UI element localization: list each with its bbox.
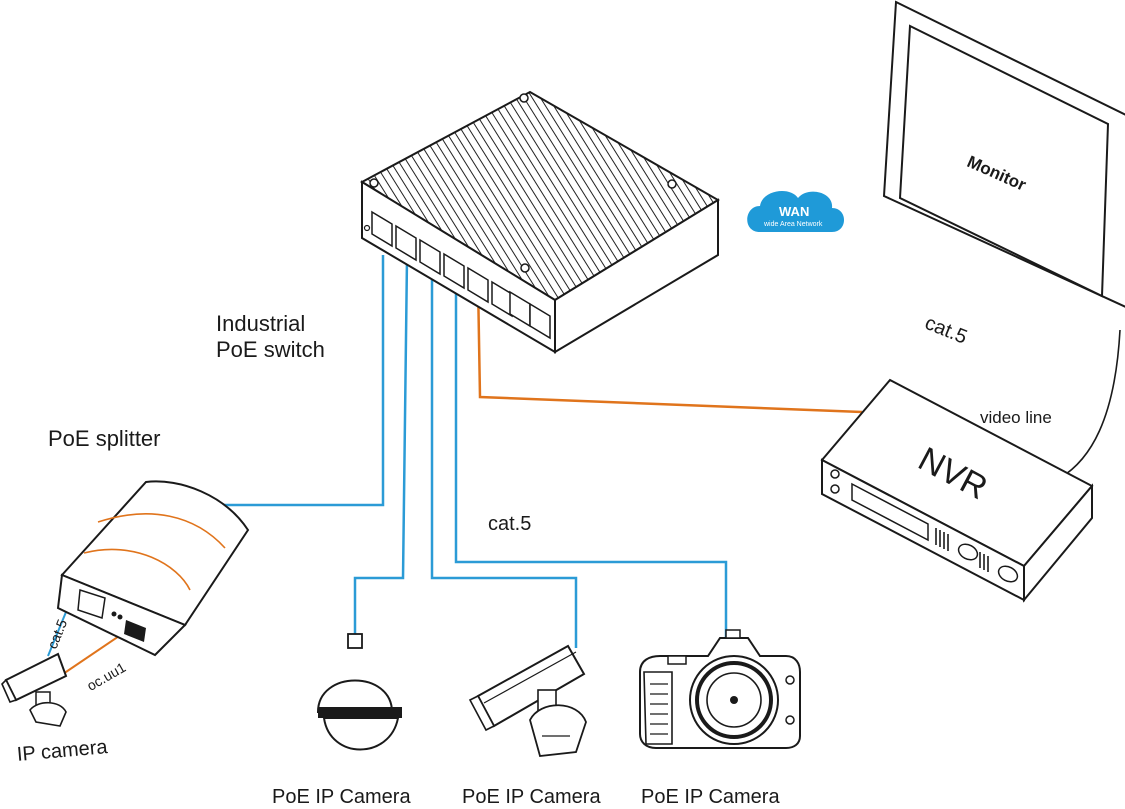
cat5-middle-label: cat.5: [488, 513, 532, 535]
cable-switch-to-nvr: [476, 281, 863, 414]
cable-switch-to-dome-camera: [353, 257, 409, 635]
video-line-label: video line: [980, 408, 1052, 427]
bullet-camera-icon: [1, 652, 68, 727]
nvr-icon: [820, 378, 1094, 603]
poe-switch-icon: [359, 90, 720, 354]
poe-ip-camera-label-3: PoE IP Camera: [641, 786, 780, 808]
wan-subtitle: wide Area Network: [764, 221, 823, 228]
dome-camera-icon: [316, 633, 402, 751]
poe-ip-camera-label-1: PoE IP Camera: [272, 786, 411, 808]
switch-label-line2: PoE switch: [216, 337, 325, 362]
monitor-icon: [882, 0, 1125, 308]
bullet-camera-icon: [468, 644, 587, 757]
cable-switch-to-bullet-camera: [430, 260, 578, 648]
wan-cloud-icon: [747, 191, 844, 232]
wan-title: WAN: [779, 204, 810, 219]
cable-switch-to-dslr-camera: [454, 262, 728, 640]
cable-nvr-to-monitor: [1059, 329, 1121, 479]
dslr-camera-icon: [639, 629, 801, 749]
poe-ip-camera-label-2: PoE IP Camera: [462, 786, 601, 808]
switch-label-line1: Industrial: [216, 311, 306, 336]
poe-splitter-icon: [56, 480, 250, 657]
splitter-label: PoE splitter: [48, 426, 161, 451]
cable-switch-to-splitter: [215, 255, 385, 507]
switch-ports: [371, 210, 551, 340]
